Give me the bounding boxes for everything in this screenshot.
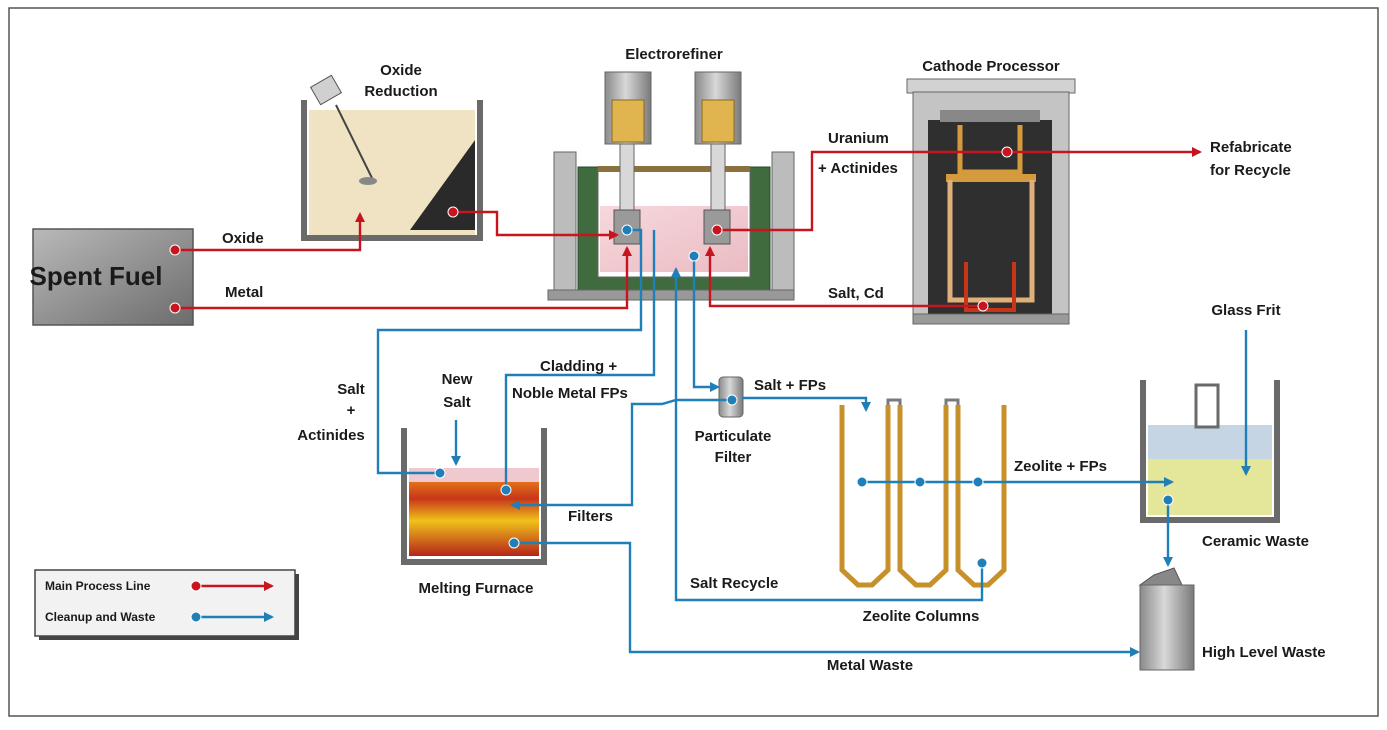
spent-fuel-label: Spent Fuel bbox=[30, 261, 163, 291]
cladding-label-2: Noble Metal FPs bbox=[512, 385, 628, 402]
melting-furnace-label: Melting Furnace bbox=[418, 580, 533, 597]
cladding-label-1: Cladding + bbox=[540, 358, 617, 375]
zeolite-fps-label: Zeolite + FPs bbox=[1014, 458, 1107, 475]
filters-label: Filters bbox=[568, 508, 613, 525]
salt-fps-label: Salt + FPs bbox=[754, 377, 826, 394]
new-salt-label-1: New bbox=[442, 371, 473, 388]
uranium-label: Uranium bbox=[828, 130, 889, 147]
electrorefiner-vessel bbox=[547, 71, 795, 301]
actinides-label: + Actinides bbox=[818, 160, 898, 177]
process-nodes bbox=[169, 146, 1174, 569]
cathode-processor bbox=[906, 78, 1076, 325]
oxide-reduction-label-1: Oxide bbox=[380, 62, 422, 79]
particulate-filter-label-1: Particulate bbox=[695, 428, 772, 445]
high-level-waste-label: High Level Waste bbox=[1202, 644, 1326, 661]
metal-waste-label: Metal Waste bbox=[827, 657, 913, 674]
high-level-waste-container bbox=[1138, 567, 1195, 671]
electrorefiner-label: Electrorefiner bbox=[625, 46, 723, 63]
salt-actinides-label-2: + bbox=[347, 402, 356, 419]
zeolite-columns-label: Zeolite Columns bbox=[863, 608, 980, 625]
refabricate-label-1: Refabricate bbox=[1210, 139, 1292, 156]
refabricate-label-2: for Recycle bbox=[1210, 162, 1291, 179]
legend-main-label: Main Process Line bbox=[45, 579, 151, 593]
zeolite-columns bbox=[839, 398, 1007, 588]
spent-fuel-block: Spent Fuel bbox=[30, 228, 194, 326]
salt-recycle-label: Salt Recycle bbox=[690, 575, 778, 592]
cathode-processor-label: Cathode Processor bbox=[922, 58, 1060, 75]
legend: Main Process Line Cleanup and Waste bbox=[34, 569, 299, 640]
ceramic-waste-label: Ceramic Waste bbox=[1202, 533, 1309, 550]
oxide-flow-label: Oxide bbox=[222, 230, 264, 247]
metal-flow-label: Metal bbox=[225, 284, 263, 301]
salt-actinides-label-1: Salt bbox=[337, 381, 365, 398]
new-salt-label-2: Salt bbox=[443, 394, 471, 411]
legend-cleanup-label: Cleanup and Waste bbox=[45, 610, 156, 624]
glass-frit-label: Glass Frit bbox=[1211, 302, 1280, 319]
salt-actinides-label-3: Actinides bbox=[297, 427, 365, 444]
main-process-lines bbox=[175, 147, 1202, 310]
cleanup-waste-lines bbox=[376, 228, 1251, 657]
ceramic-waste-vessel bbox=[1140, 380, 1280, 523]
oxide-reduction-label-2: Reduction bbox=[364, 83, 437, 100]
particulate-filter-label-2: Filter bbox=[715, 449, 752, 466]
salt-cd-label: Salt, Cd bbox=[828, 285, 884, 302]
oxide-reduction-vessel bbox=[301, 74, 483, 241]
outer-border bbox=[8, 7, 1379, 717]
